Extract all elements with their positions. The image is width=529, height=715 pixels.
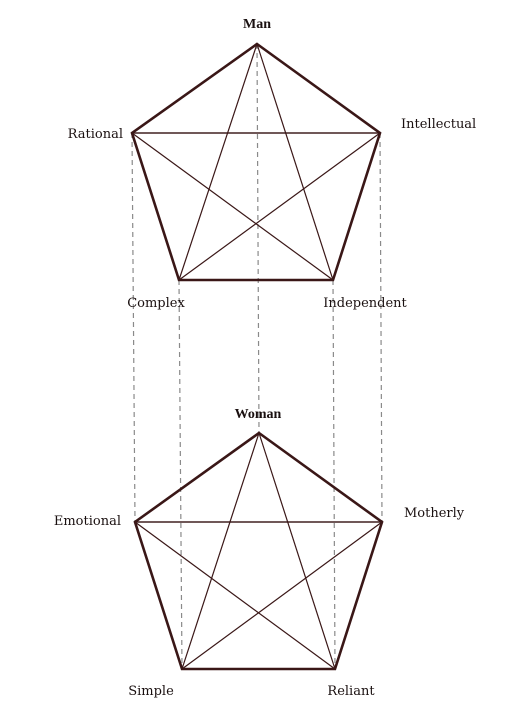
woman-diagonal-motherly-simple bbox=[181, 521, 383, 670]
connector-intellectual-motherly bbox=[379, 132, 383, 523]
connector-independent-reliant bbox=[332, 279, 336, 670]
woman-diagonal-simple-woman bbox=[181, 432, 260, 670]
man-pentagram-lines bbox=[130, 42, 382, 282]
man-diagonal-intellectual-complex bbox=[178, 132, 381, 281]
label-simple: Simple bbox=[128, 684, 174, 699]
connector-complex-simple bbox=[178, 279, 183, 670]
woman-diagonal-woman-reliant bbox=[258, 432, 336, 670]
man-diagonal-man-independent bbox=[256, 43, 334, 281]
connector-lines bbox=[131, 43, 383, 670]
woman-title: Woman bbox=[235, 407, 282, 422]
label-independent: Independent bbox=[323, 296, 407, 311]
connector-rational-emotional bbox=[131, 132, 136, 523]
woman-diagonal-reliant-emotional bbox=[134, 521, 336, 670]
label-rational: Rational bbox=[68, 127, 123, 142]
woman-pentagram-lines bbox=[133, 431, 384, 671]
label-reliant: Reliant bbox=[327, 684, 375, 699]
man-pentagon-outline bbox=[130, 42, 382, 282]
man-diagonal-complex-man bbox=[178, 43, 258, 281]
woman-pentagon-outline bbox=[133, 431, 384, 671]
man-diagonal-independent-rational bbox=[131, 132, 334, 281]
label-motherly: Motherly bbox=[404, 506, 465, 521]
connector-man-woman bbox=[256, 43, 260, 434]
man-title: Man bbox=[243, 17, 271, 32]
woman-pentagon: Woman Motherly Reliant Simple Emotional bbox=[54, 407, 465, 699]
label-complex: Complex bbox=[127, 296, 185, 311]
label-intellectual: Intellectual bbox=[401, 117, 476, 132]
label-emotional: Emotional bbox=[54, 514, 121, 529]
man-pentagon: Man Intellectual Independent Complex Rat… bbox=[68, 17, 477, 311]
